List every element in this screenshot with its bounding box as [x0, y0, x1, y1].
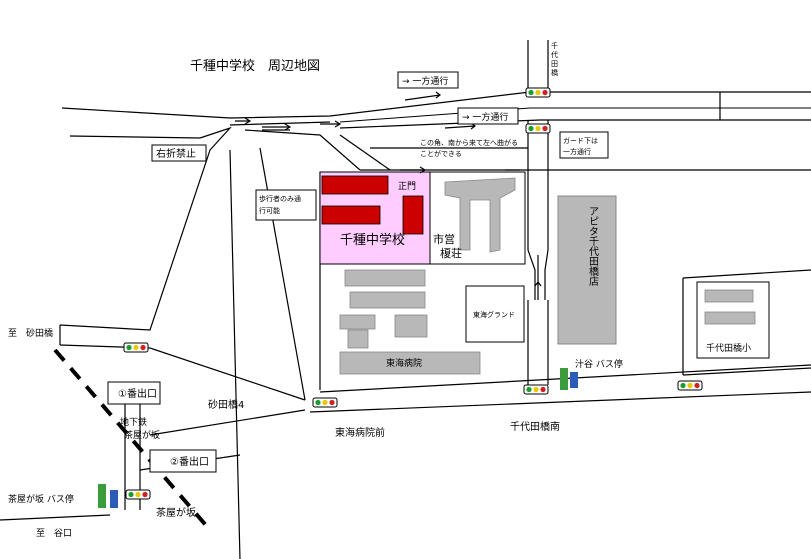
- main-road-north-edge: [61, 91, 811, 119]
- no-right-turn-box: [151, 144, 207, 162]
- chiyoda-vertical-label: 千 代 田 橋: [551, 41, 558, 77]
- gate-label: 正門: [398, 181, 416, 192]
- svg-text:田: 田: [551, 60, 558, 68]
- bus-stop-west-label: 茶屋が坂 バス停: [8, 493, 74, 505]
- one-way-label-2: → 一方通行: [462, 111, 508, 123]
- hospital-buildings: [339, 269, 481, 375]
- main-road-south-edge: [69, 135, 201, 139]
- bus-stop-west-icon: [98, 484, 118, 508]
- one-way-box-2: [457, 107, 519, 125]
- underpass-note-box: [559, 131, 609, 159]
- exit1-label: ①番出口: [118, 387, 157, 400]
- south-road-south-edge: [309, 391, 811, 413]
- underpass-road-east: [544, 120, 549, 300]
- sunadabashi4-label: 砂田橋4: [208, 398, 244, 411]
- one-way-box-1: [397, 71, 459, 89]
- chiyodabashi-minami-label: 千代田橋南: [510, 420, 560, 433]
- housing-label-2: 榎荘: [440, 246, 462, 260]
- one-way-label-1: → 一方通行: [402, 75, 448, 87]
- corner-note-line2: ことができる: [420, 149, 462, 158]
- chayagasaka-label: 茶屋が坂: [156, 506, 196, 519]
- elementary-label: 千代田橋小: [706, 342, 751, 354]
- svg-text:橋: 橋: [551, 68, 558, 77]
- subway-label-2: 茶屋が坂: [124, 429, 160, 441]
- exit2-label: ②番出口: [170, 455, 209, 468]
- pedestrian-note-box: [255, 189, 317, 221]
- to-taniguchi-label: 至 谷口: [36, 528, 72, 539]
- store-label: アピタ千代田橋店: [587, 206, 599, 287]
- subway-line: [53, 348, 212, 532]
- apita-store: [557, 195, 617, 345]
- housing-building: [444, 177, 516, 253]
- corner-note-line1: この角、南から来て左へ曲がる: [420, 138, 518, 147]
- north-road: [527, 40, 549, 92]
- bus-stop-east-label: 汁谷 バス停: [575, 358, 623, 370]
- school-building-2: [321, 205, 381, 225]
- school-building-1: [321, 175, 389, 195]
- svg-text:千: 千: [551, 41, 558, 50]
- tokai-ground: [465, 285, 525, 343]
- underpass-note-line2: 一方通行: [563, 147, 591, 156]
- svg-text:代: 代: [551, 50, 558, 59]
- underpass-road-west: [527, 120, 536, 300]
- no-right-turn-label: 右折禁止: [156, 147, 196, 160]
- exit2-box: [149, 449, 217, 473]
- main-road-south-edge-2: [339, 119, 811, 129]
- ground-label: 東海グランド: [473, 310, 515, 319]
- hospital-label: 東海病院: [386, 357, 422, 369]
- underpass-note-line1: ガード下は: [563, 136, 598, 145]
- tokai-hospital-mae-label: 東海病院前: [335, 426, 385, 439]
- pedestrian-note-line2: 行可能: [259, 206, 280, 215]
- exit1-box: [107, 381, 161, 405]
- housing-label-1: 市営: [433, 232, 455, 246]
- school-label: 千種中学校: [340, 232, 405, 248]
- school-building-3: [402, 195, 424, 235]
- to-sunadabashi-label: 至 砂田橋: [8, 327, 53, 339]
- subway-label-1: 地下鉄: [120, 416, 147, 428]
- map-title: 千種中学校 周辺地図: [190, 58, 320, 74]
- pedestrian-note-line1: 歩行者のみ通: [259, 194, 301, 203]
- bus-stop-east-icon: [560, 368, 578, 390]
